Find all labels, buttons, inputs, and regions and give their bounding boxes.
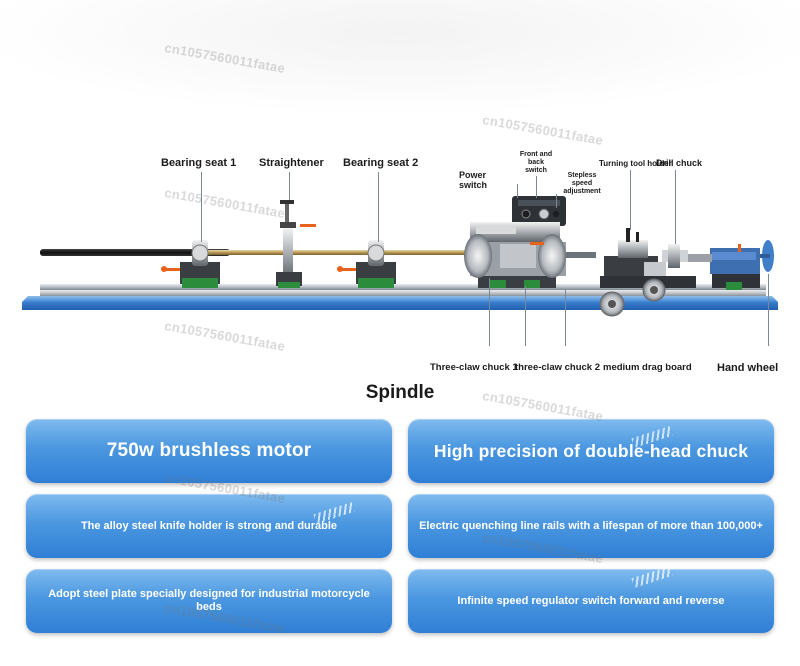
leader-chuck-1	[489, 278, 490, 346]
feature-card-rails: Electric quenching line rails with a lif…	[408, 494, 774, 558]
lathe-machine-illustration	[22, 196, 778, 317]
leader-chuck-2	[525, 286, 526, 346]
label-straightener: Straightener	[259, 157, 324, 169]
feature-card-speed-regulator: Infinite speed regulator switch forward …	[408, 569, 774, 633]
machine-base-top	[22, 296, 778, 302]
label-power-switch: Power switch	[459, 170, 488, 190]
leader-bearing-seat-1	[201, 172, 202, 242]
carriage	[599, 228, 696, 317]
rail-back	[40, 284, 766, 290]
label-three-claw-chuck-2: three-claw chuck 2	[515, 362, 601, 373]
stock-bar-black	[40, 249, 230, 256]
feature-card-steel-plate: Adopt steel plate specially designed for…	[26, 569, 392, 633]
label-three-claw-chuck-1: Three-claw chuck 1	[430, 362, 518, 373]
label-medium-drag-board: medium drag board	[603, 362, 692, 373]
feature-card-knife-holder: The alloy steel knife holder is strong a…	[26, 494, 392, 558]
headstock	[464, 196, 596, 288]
leader-drag-board	[565, 290, 566, 346]
feature-card-motor: 750w brushless motor	[26, 419, 392, 483]
leader-front-back	[536, 176, 537, 198]
label-stepless-speed: Stepless speed adjustment	[563, 172, 601, 195]
leader-bearing-seat-2	[378, 172, 379, 242]
label-hand-wheel: Hand wheel	[717, 362, 779, 374]
stock-bar-brass	[200, 250, 472, 255]
bearing-seat-2	[337, 240, 396, 288]
leader-drill-chuck	[675, 170, 676, 244]
leader-stepless	[556, 194, 557, 208]
label-turning-tool-holder: Turning tool holder	[599, 159, 672, 168]
bearing-seat-1	[161, 240, 220, 288]
leader-power-switch	[517, 184, 518, 198]
feature-card-chuck: High precision of double-head chuck	[408, 419, 774, 483]
label-bearing-seat-1: Bearing seat 1	[161, 157, 237, 169]
spindle-title: Spindle	[365, 382, 435, 403]
straightener	[276, 200, 316, 288]
top-background-fade	[0, 0, 800, 110]
label-bearing-seat-2: Bearing seat 2	[343, 157, 419, 169]
label-front-back-switch: Front and back switch	[519, 151, 553, 174]
machine-base-front	[22, 302, 778, 310]
leader-tool-holder	[630, 170, 631, 230]
tailstock	[662, 240, 774, 290]
label-drill-chuck: Drill chuck	[656, 158, 703, 168]
leader-hand-wheel	[768, 274, 769, 346]
leader-straightener	[289, 172, 290, 200]
rail-front	[40, 290, 766, 296]
